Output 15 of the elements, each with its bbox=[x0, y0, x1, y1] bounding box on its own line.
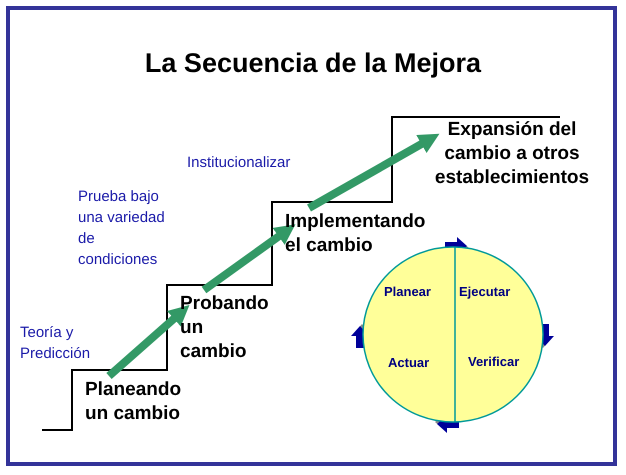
stage-annotation: Institucionalizar bbox=[187, 153, 292, 173]
step-label: Probando un cambio bbox=[180, 292, 270, 364]
step-arrow bbox=[202, 224, 296, 294]
cycle-stage-label: Actuar bbox=[388, 355, 430, 370]
title: La Secuencia de la Mejora bbox=[144, 48, 482, 78]
step-label: Planeando un cambio bbox=[85, 378, 182, 426]
step-arrow bbox=[106, 305, 190, 379]
step-label: Expansión del cambio a otros establecimientos bbox=[434, 118, 590, 190]
cycle-stage-label: Ejecutar bbox=[459, 284, 510, 299]
cycle-stage-label: Verificar bbox=[468, 354, 520, 369]
step-label: Implementando el cambio bbox=[285, 210, 426, 258]
step-arrow bbox=[307, 134, 440, 212]
stage-annotation: Teoría y Predicción bbox=[20, 323, 92, 364]
stage-annotation: Prueba bajo una variedad de condiciones bbox=[78, 187, 166, 270]
cycle-stage-label: Planear bbox=[384, 284, 431, 299]
